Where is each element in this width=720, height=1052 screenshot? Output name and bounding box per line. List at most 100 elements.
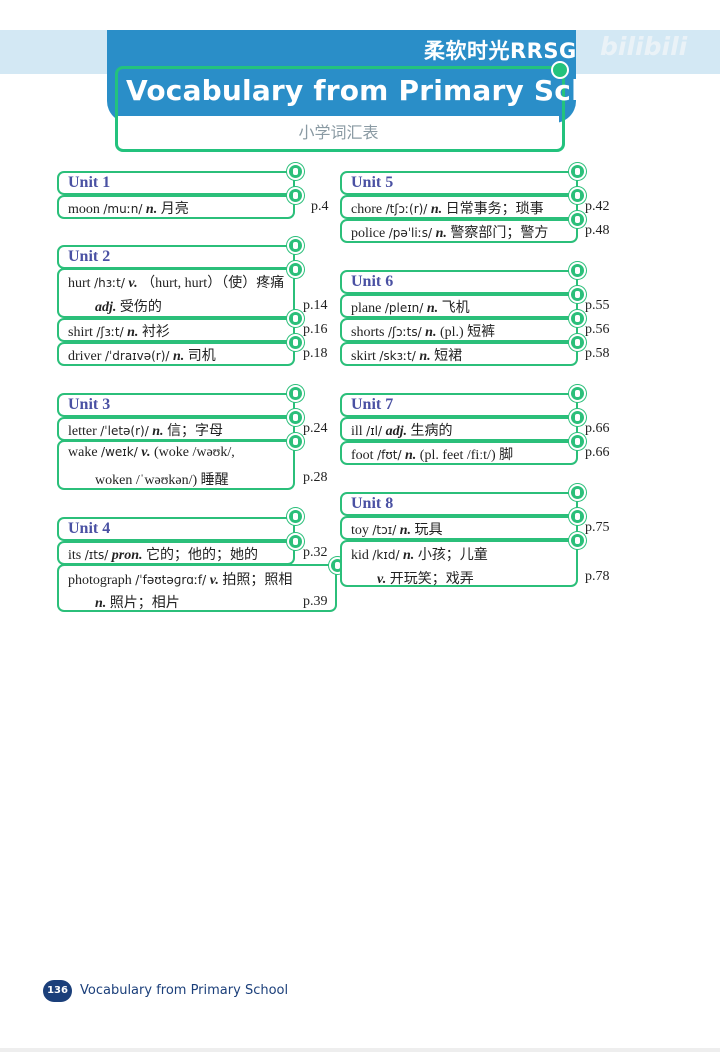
meaning: 睡醒	[200, 473, 229, 488]
word: plane	[351, 301, 382, 316]
footer-title: Vocabulary from Primary School	[80, 983, 289, 998]
page-ref: p.32	[303, 545, 328, 560]
phonetic: /ɪl/	[366, 424, 383, 438]
vocab-row	[57, 195, 295, 219]
page-ref: p.18	[303, 346, 328, 361]
word: toy	[351, 523, 369, 538]
phonetic: /ʃɜːt/	[96, 325, 124, 339]
page-ref: p.48	[585, 223, 610, 238]
vocab-entry: shirt /ʃɜːt/ n. 衬衫	[68, 321, 170, 341]
word: driver	[68, 349, 102, 364]
title-frame	[115, 66, 565, 152]
bilibili-logo: bilibili	[600, 32, 688, 61]
vocab-row	[57, 268, 295, 318]
audio-icon[interactable]	[569, 334, 586, 351]
vocab-row	[57, 564, 337, 612]
word: kid	[351, 548, 369, 563]
vocab-entry: shorts /ʃɔːts/ n. (pl.) 短裤	[351, 321, 495, 341]
meaning: 月亮	[160, 202, 189, 217]
audio-icon[interactable]	[569, 508, 586, 525]
page-ref: p.75	[585, 520, 610, 535]
page-ref: p.42	[585, 199, 610, 214]
audio-icon[interactable]	[287, 508, 304, 525]
vocab-entry-line2: woken /ˈwəʊkən/) 睡醒	[95, 469, 229, 489]
vocab-entry: skirt /skɜːt/ n. 短裙	[351, 345, 462, 365]
audio-icon[interactable]	[287, 187, 304, 204]
part-of-speech: n.	[403, 548, 415, 563]
page-ref: p.28	[303, 470, 328, 485]
audio-icon[interactable]	[569, 262, 586, 279]
part-of-speech: n.	[399, 523, 412, 538]
unit-4-header-box	[57, 517, 295, 541]
unit-8-label: Unit 8	[351, 495, 394, 512]
page-ref: p.55	[585, 298, 610, 313]
unit-7-label: Unit 7	[351, 396, 394, 413]
audio-icon[interactable]	[287, 310, 304, 327]
phonetic: /skɜːt/	[379, 349, 416, 363]
part-of-speech: n.	[425, 325, 437, 340]
unit-5-label: Unit 5	[351, 174, 394, 191]
audio-icon[interactable]	[569, 211, 586, 228]
phonetic: /ɪts/	[84, 548, 109, 562]
meaning: 信；字母	[167, 424, 224, 439]
phonetic: /tɔɪ/	[372, 523, 397, 537]
audio-icon[interactable]	[569, 163, 586, 180]
page-ref: p.58	[585, 346, 610, 361]
vocab-entry: moon /muːn/ n. 月亮	[68, 198, 189, 218]
vocab-row	[57, 342, 295, 366]
unit-6-label: Unit 6	[351, 273, 394, 290]
meaning: 开玩笑；戏弄	[389, 572, 474, 587]
unit-7-header-box	[340, 393, 578, 417]
meaning: (pl. feet /fiːt/) 脚	[419, 448, 514, 463]
unit-1-header-box	[57, 171, 295, 195]
audio-icon[interactable]	[569, 385, 586, 402]
vocab-row	[340, 294, 578, 318]
unit-3-label: Unit 3	[68, 396, 111, 413]
part-of-speech: n.	[127, 325, 139, 340]
phonetic: /fʊt/	[377, 448, 402, 462]
audio-icon[interactable]	[569, 532, 586, 549]
word: letter	[68, 424, 97, 439]
audio-icon[interactable]	[287, 237, 304, 254]
audio-icon[interactable]	[287, 334, 304, 351]
word: moon	[68, 202, 100, 217]
page-ref: p.14	[303, 298, 328, 313]
phonetic: /pleɪn/	[384, 301, 424, 315]
unit-3-header-box	[57, 393, 295, 417]
word: photograph	[68, 573, 132, 588]
phonetic: /ˈdraɪvə(r)/	[104, 349, 170, 363]
word: shirt	[68, 325, 93, 340]
page-ref: p.56	[585, 322, 610, 337]
vocab-entry: letter /ˈletə(r)/ n. 信；字母	[68, 420, 223, 440]
meaning: 日常事务；琐事	[445, 202, 544, 217]
bottom-edge	[0, 1048, 720, 1052]
meaning: 拍照；照相	[222, 573, 293, 588]
audio-icon[interactable]	[569, 286, 586, 303]
audio-icon[interactable]	[569, 433, 586, 450]
word: hurt	[68, 276, 91, 291]
word: police	[351, 226, 386, 241]
part-of-speech: v.	[141, 445, 151, 460]
part-of-speech: adj.	[385, 424, 407, 439]
audio-icon[interactable]	[287, 533, 304, 550]
audio-icon[interactable]	[569, 310, 586, 327]
audio-icon[interactable]	[569, 187, 586, 204]
audio-icon[interactable]	[287, 385, 304, 402]
phonetic: /kɪd/	[372, 548, 400, 562]
audio-icon[interactable]	[569, 484, 586, 501]
phonetic: /ˈfəʊtəɡrɑːf/	[135, 573, 207, 587]
phonetic: /tʃɔː(r)/	[385, 202, 428, 216]
unit-8-header-box	[340, 492, 578, 516]
part-of-speech: v.	[377, 572, 387, 587]
part-of-speech: pron.	[111, 548, 143, 563]
audio-icon[interactable]	[287, 163, 304, 180]
part-of-speech: n.	[145, 202, 158, 217]
watermark-text: 柔软时光RRSG	[424, 39, 577, 63]
audio-icon[interactable]	[569, 409, 586, 426]
audio-icon[interactable]	[287, 433, 304, 450]
page-ref: p.16	[303, 322, 328, 337]
audio-icon[interactable]	[287, 261, 304, 278]
part-of-speech: n.	[430, 202, 443, 217]
audio-icon[interactable]	[287, 409, 304, 426]
vocab-entry: toy /tɔɪ/ n. 玩具	[351, 519, 443, 539]
